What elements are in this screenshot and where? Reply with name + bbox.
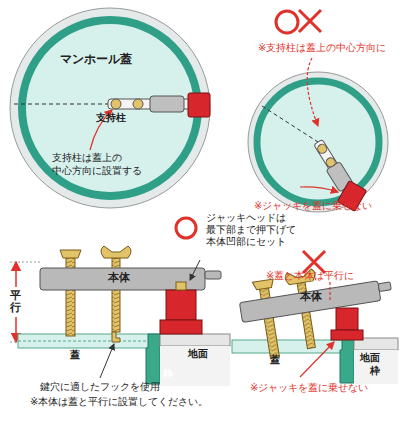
part-name: 平行 (10, 290, 21, 314)
part-name: マンホール蓋 (60, 52, 132, 67)
warning-note: ※蓋と本体は平行に (266, 270, 354, 283)
warning-note: ※ジャッキを蓋に乗せない (254, 200, 372, 213)
note-text: ジャッキヘッドは 最下部まで押下げて 本体凹部にセット (206, 212, 306, 248)
part-name: 蓋 (70, 349, 80, 362)
part-name: 地面 (360, 352, 380, 365)
warning-note: ※ジャッキを蓋に乗せない (250, 382, 368, 395)
note-text: 支持柱は蓋上の 中心方向に設置する (52, 152, 162, 177)
part-name: 本体 (300, 290, 322, 304)
warning-note: ※支持柱は蓋上の中心方向に (258, 42, 386, 55)
part-name: 枠 (370, 365, 380, 378)
note-text: ※本体は蓋と平行に設置してください。 (30, 396, 208, 409)
part-name: 枠 (163, 368, 173, 381)
part-name: 本体 (108, 271, 130, 285)
part-name: 蓋 (270, 354, 280, 367)
part-name: 地面 (188, 348, 208, 361)
part-name: 支持柱 (96, 112, 126, 125)
note-text: 鍵穴に適したフックを使用 (40, 381, 160, 394)
